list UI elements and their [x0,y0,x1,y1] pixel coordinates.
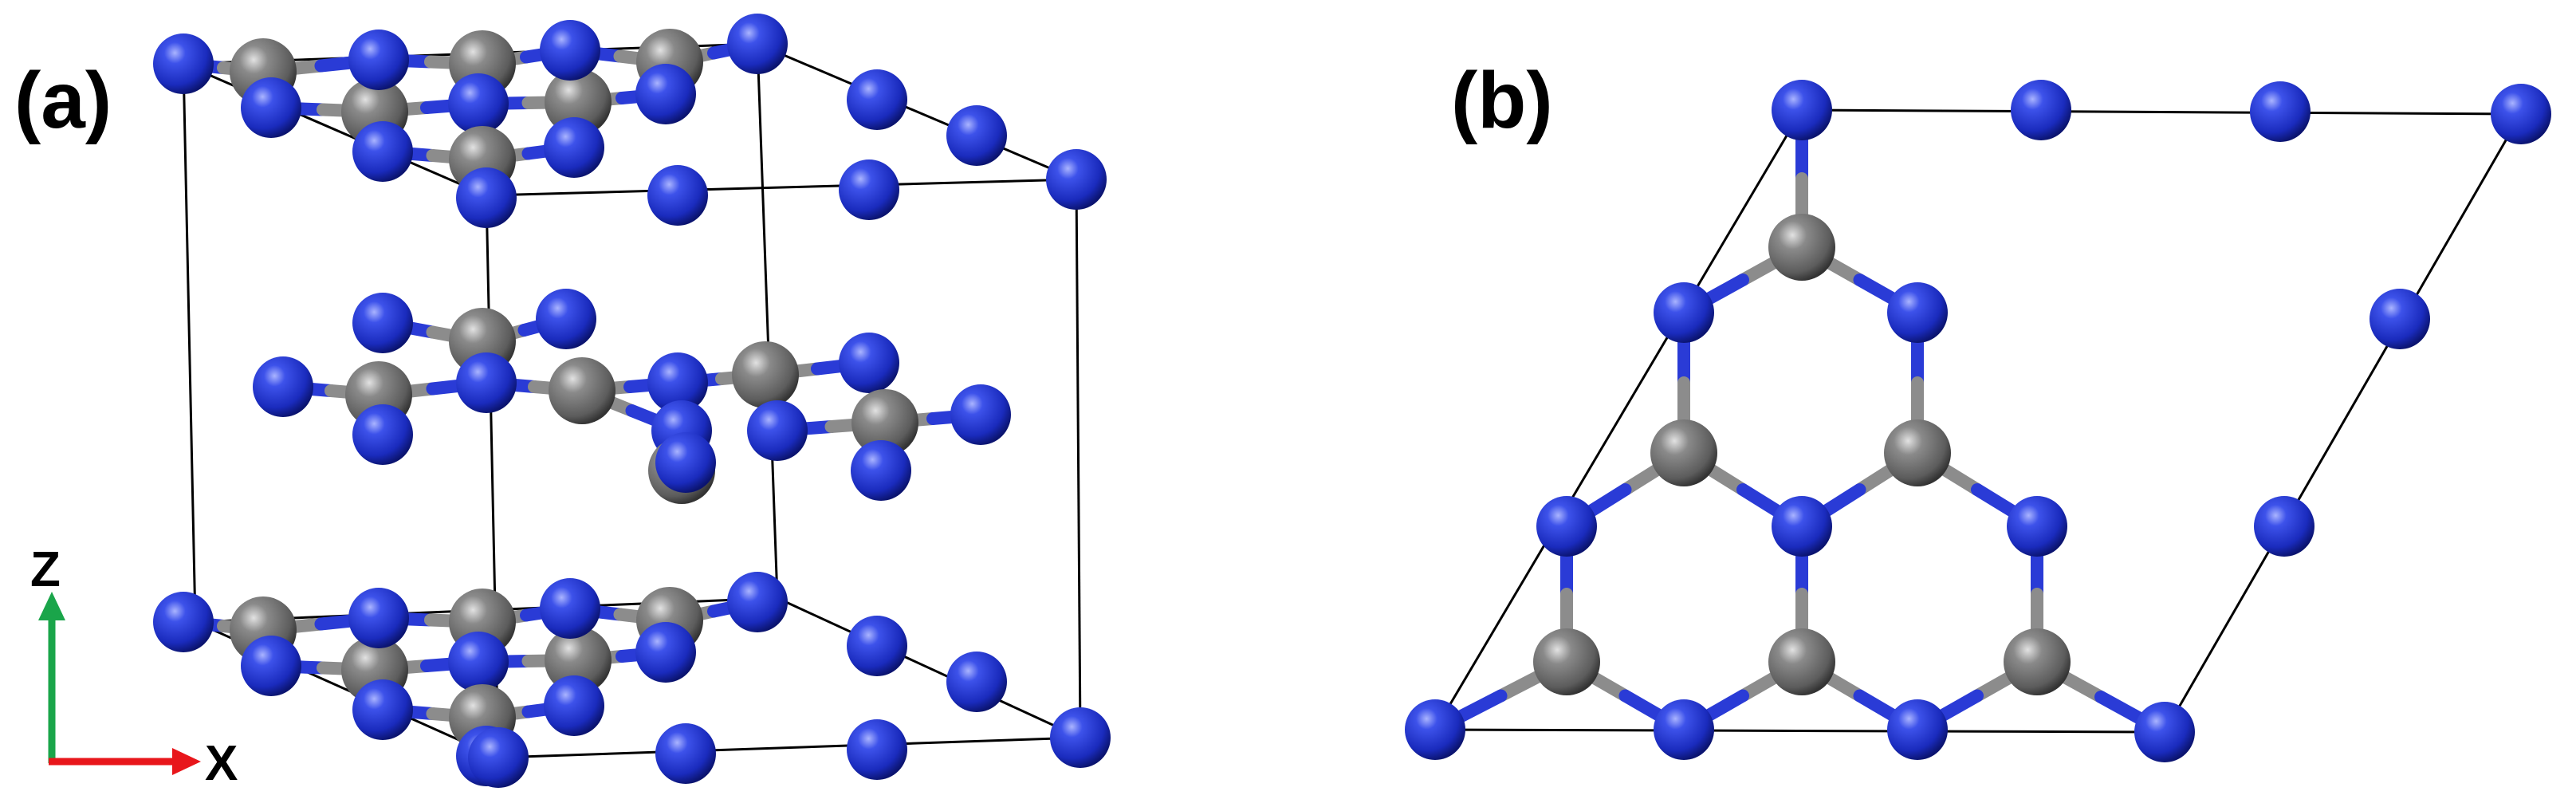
carbon-atom [545,69,612,136]
nitrogen-atom [2011,80,2071,140]
carbon-atom [1768,214,1835,281]
panel-a-label: (a) [14,56,112,145]
nitrogen-atom [348,30,409,90]
nitrogen-atom [1654,699,1714,760]
carbon-atom [1884,419,1951,486]
carbon-atom [732,341,799,408]
nitrogen-atom [727,572,788,632]
nitrogen-atom [635,622,696,683]
carbon-atom [545,627,612,694]
nitrogen-atom [2491,84,2551,144]
nitrogen-atom [1887,699,1948,760]
z-axis-label: Z [30,542,61,597]
nitrogen-atom [448,73,509,134]
panel-b-label: (b) [1451,56,1553,145]
nitrogen-atom [448,632,509,692]
nitrogen-atom [456,352,517,413]
nitrogen-atom [153,33,214,94]
nitrogen-atom [655,432,716,493]
nitrogen-atom [2007,496,2067,557]
nitrogen-atom [352,679,413,740]
carbon-atom [549,357,615,424]
atom-layer [153,14,2551,788]
nitrogen-atom [536,289,596,349]
carbon-atom [1768,628,1835,695]
nitrogen-atom [1887,282,1948,343]
nitrogen-atom [647,352,708,413]
nitrogen-atom [950,384,1011,445]
nitrogen-atom [253,356,313,417]
nitrogen-atom [468,727,529,788]
axis-indicator: Z X [30,542,238,791]
nitrogen-atom [635,64,696,124]
nitrogen-atom [153,592,214,652]
x-axis-arrowhead [172,748,201,775]
carbon-atom [2004,628,2071,695]
carbon-atom [1533,628,1600,695]
nitrogen-atom [647,165,708,226]
nitrogen-atom [1654,282,1714,343]
nitrogen-atom [544,117,604,178]
x-axis-label: X [205,736,238,791]
panel-b-unit-cell [1434,108,2523,734]
nitrogen-atom [540,20,600,81]
nitrogen-atom [851,440,911,501]
nitrogen-atom [348,588,409,648]
nitrogen-atom [2250,81,2311,142]
nitrogen-atom [352,121,413,182]
nitrogen-atom [456,167,517,228]
nitrogen-atom [1405,699,1465,760]
nitrogen-atom [2254,496,2314,557]
nitrogen-atom [241,636,301,696]
nitrogen-atom [540,578,600,639]
nitrogen-atom [847,616,907,676]
nitrogen-atom [1772,80,1832,140]
nitrogen-atom [655,723,716,784]
nitrogen-atom [241,77,301,138]
z-axis-arrowhead [38,592,65,620]
nitrogen-atom [1772,496,1832,557]
nitrogen-atom [946,105,1007,166]
carbon-atom [1650,419,1717,486]
nitrogen-atom [839,333,899,393]
nitrogen-atom [1050,707,1111,768]
nitrogen-atom [839,159,899,220]
nitrogen-atom [946,652,1007,712]
nitrogen-atom [2134,702,2195,762]
nitrogen-atom [727,14,788,74]
nitrogen-atom [1046,149,1107,210]
nitrogen-atom [352,293,413,353]
nitrogen-atom [352,404,413,465]
nitrogen-atom [847,719,907,780]
nitrogen-atom [747,400,808,461]
nitrogen-atom [544,675,604,736]
carbon-atom [851,389,918,456]
nitrogen-atom [1536,496,1597,557]
nitrogen-atom [2370,289,2430,349]
nitrogen-atom [847,69,907,130]
